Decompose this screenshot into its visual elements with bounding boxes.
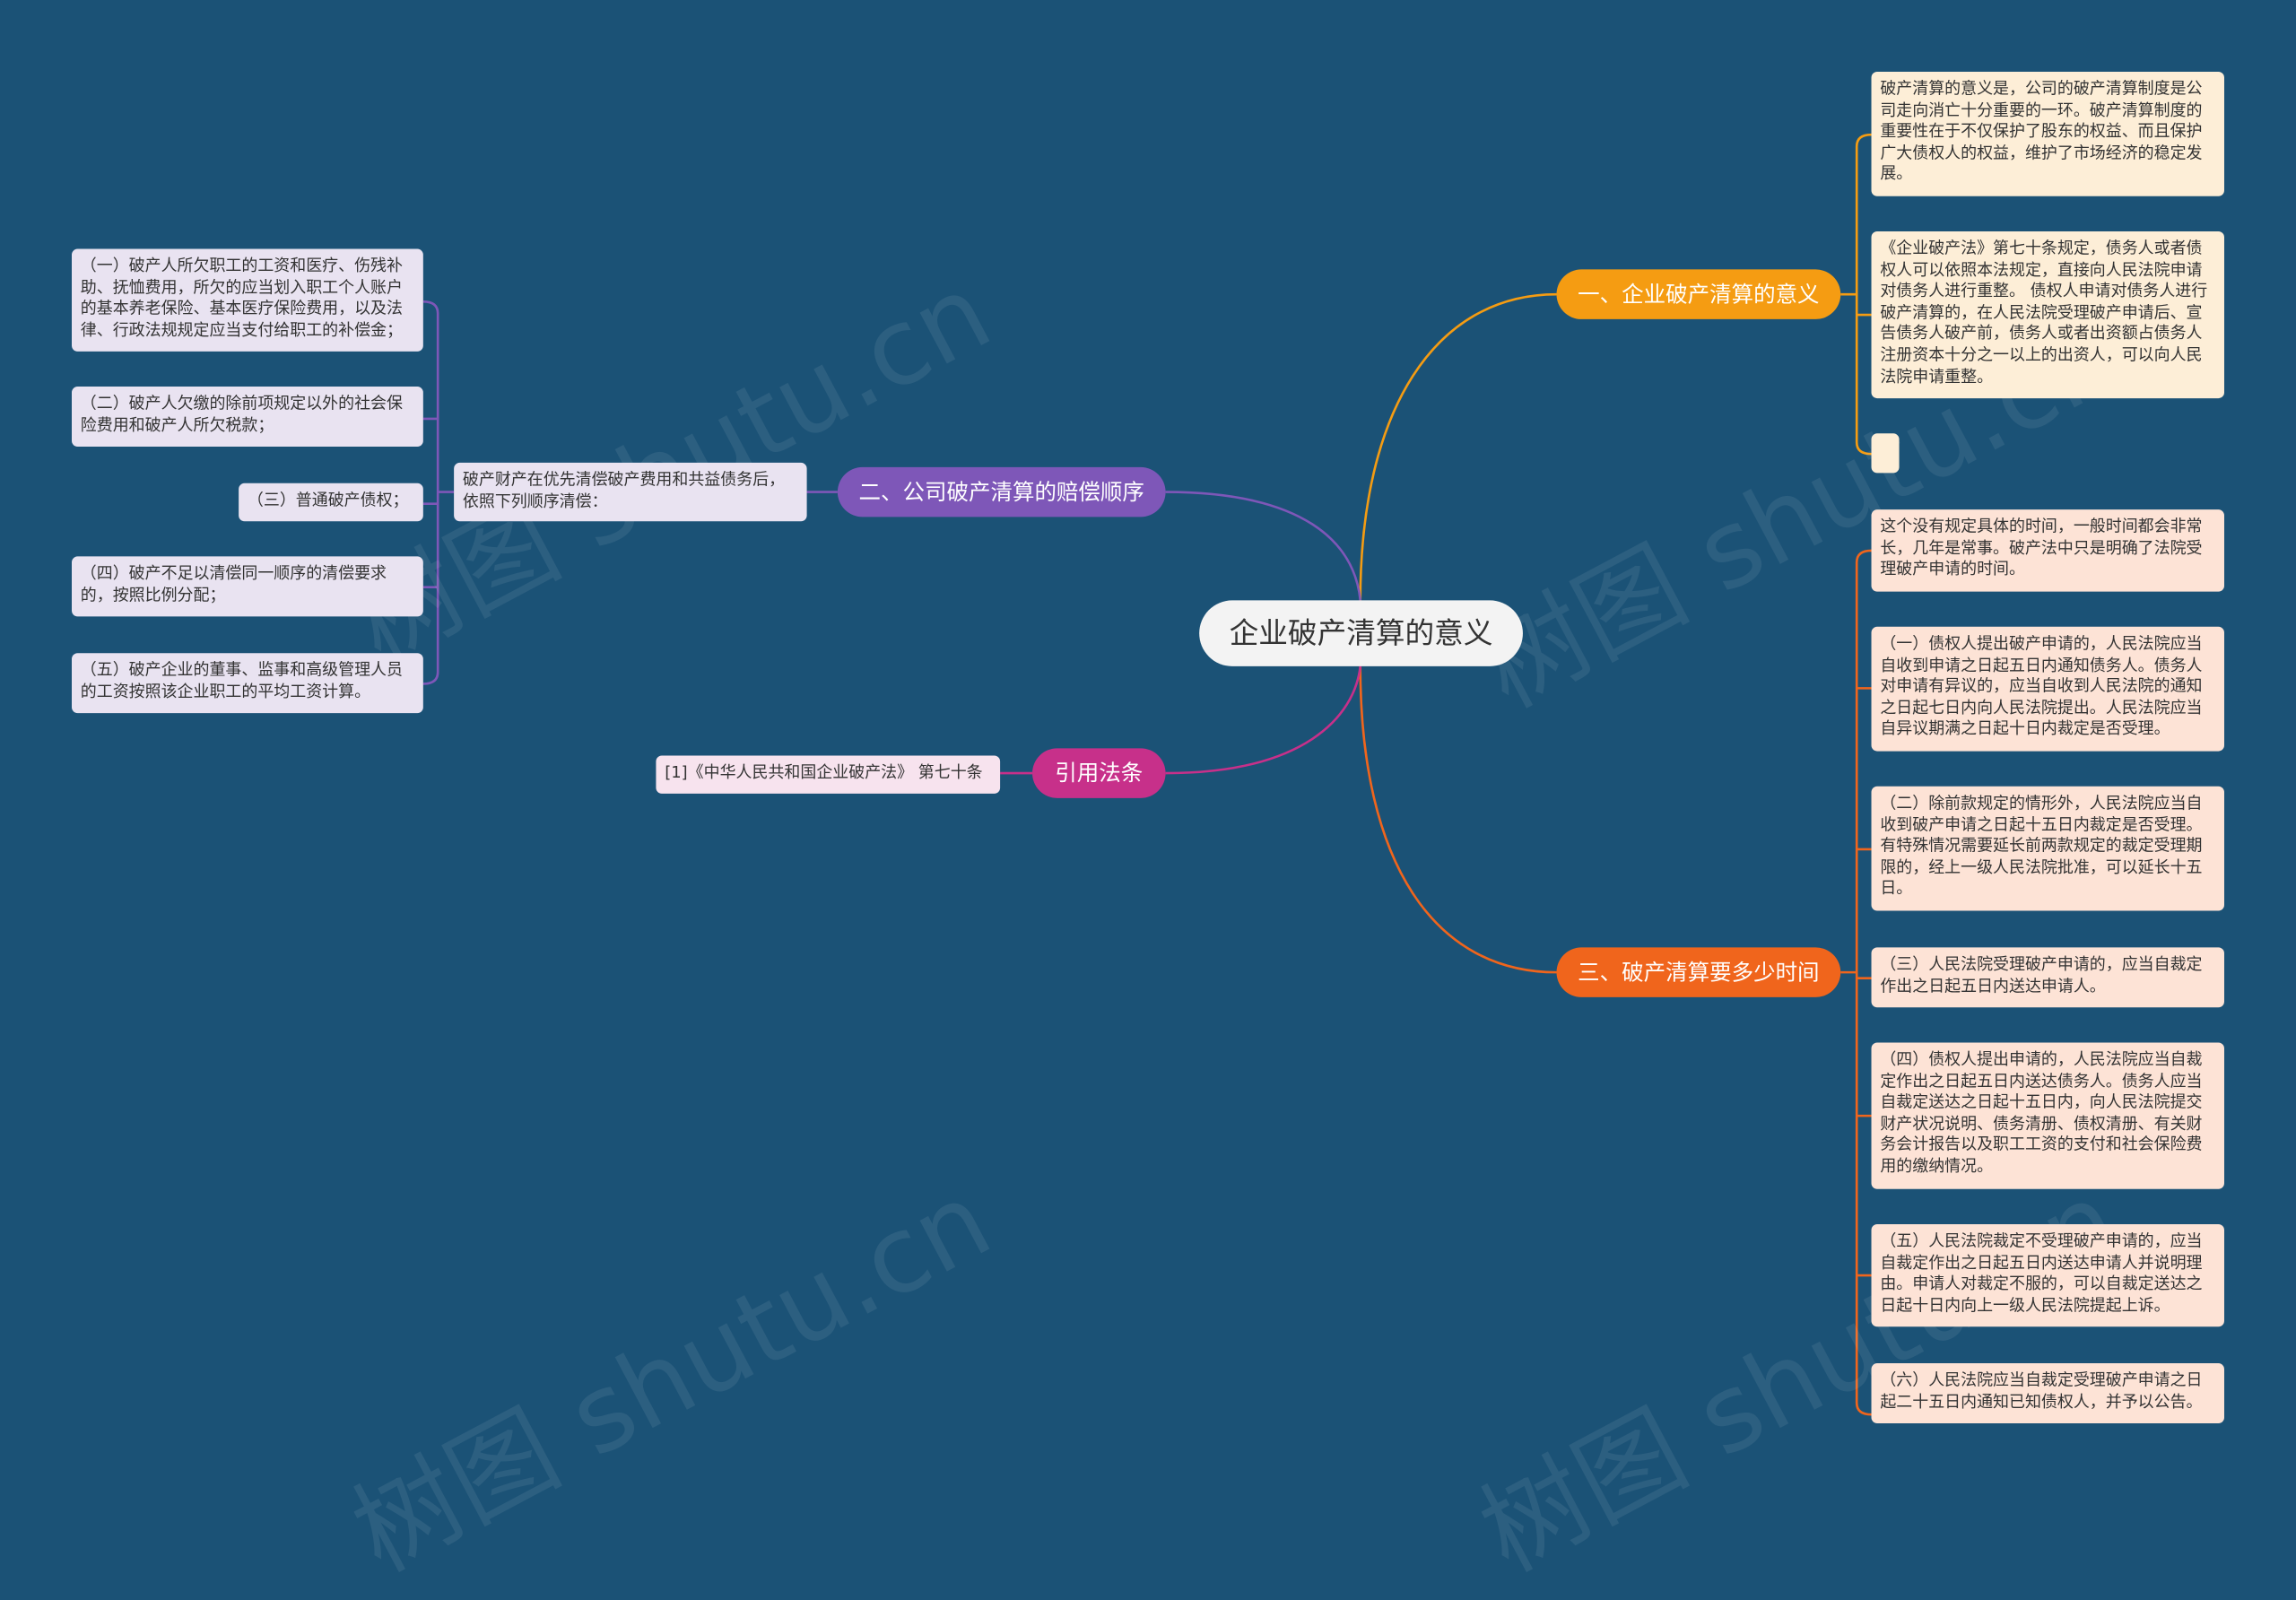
link-b2-bracket <box>422 300 455 685</box>
link-b1-bracket <box>1840 133 1872 456</box>
mindmap-canvas: 树图 shutu.cn 树图 shutu.cn 树图 shutu.cn 树图 s… <box>71 72 2224 1595</box>
leaf-significance-3[interactable] <box>1871 433 1900 474</box>
leaf-duration-3[interactable]: （二）除前款规定的情形外，人民法院应当自收到破产申请之日起十五日内裁定是否受理。… <box>1871 786 2224 911</box>
link-root-b1 <box>1359 292 1557 601</box>
branch-compensation-order[interactable]: 二、公司破产清算的赔偿顺序 <box>837 466 1166 517</box>
leaf-duration-4[interactable]: （三）人民法院受理破产申请的，应当自裁定作出之日起五日内送达申请人。 <box>1871 947 2224 1008</box>
link-root-b2 <box>1165 491 1362 601</box>
link-root-b4 <box>1165 665 1362 775</box>
leaf-compensation-1[interactable]: （一）破产人所欠职工的工资和医疗、伤残补助、抚恤费用，所欠的应当划入职工个人账户… <box>71 248 423 352</box>
leaf-duration-5[interactable]: （四）债权人提出申请的，人民法院应当自裁定作出之日起五日内送达债务人。债务人应当… <box>1871 1042 2224 1189</box>
link-root-b3 <box>1359 665 1557 974</box>
branch-duration[interactable]: 三、破产清算要多少时间 <box>1556 947 1841 997</box>
leaf-compensation-5[interactable]: （五）破产企业的董事、监事和高级管理人员的工资按照该企业职工的平均工资计算。 <box>71 653 423 714</box>
leaf-duration-1[interactable]: 这个没有规定具体的时间，一般时间都会非常长，几年是常事。破产法中只是明确了法院受… <box>1871 509 2224 592</box>
leaf-significance-2[interactable]: 《企业破产法》第七十条规定，债务人或者债权人可以依照本法规定，直接向人民法院申请… <box>1871 230 2224 399</box>
leaf-compensation-intro[interactable]: 破产财产在优先清偿破产费用和共益债务后，依照下列顺序清偿： <box>454 462 807 522</box>
leaf-compensation-3[interactable]: （三）普通破产债权； <box>239 483 423 522</box>
root-node[interactable]: 企业破产清算的意义 <box>1199 600 1523 666</box>
leaf-cited-law-1[interactable]: [1]《中华人民共和国企业破产法》 第七十条 <box>656 755 1001 794</box>
link-b3-bracket <box>1840 549 1872 1416</box>
leaf-duration-7[interactable]: （六）人民法院应当自裁定受理破产申请之日起二十五日内通知已知债权人，并予以公告。 <box>1871 1363 2224 1423</box>
leaf-compensation-2[interactable]: （二）破产人欠缴的除前项规定以外的社会保险费用和破产人所欠税款； <box>71 387 423 447</box>
leaf-significance-1[interactable]: 破产清算的意义是，公司的破产清算制度是公司走向消亡十分重要的一环。破产清算制度的… <box>1871 72 2224 196</box>
connector-lines <box>422 133 1872 1416</box>
leaf-compensation-4[interactable]: （四）破产不足以清偿同一顺序的清偿要求的，按照比例分配； <box>71 556 423 617</box>
leaf-duration-6[interactable]: （五）人民法院裁定不受理破产申请的，应当自裁定作出之日起五日内送达申请人并说明理… <box>1871 1223 2224 1327</box>
branch-significance[interactable]: 一、企业破产清算的意义 <box>1556 269 1841 319</box>
leaf-duration-2[interactable]: （一）债权人提出破产申请的，人民法院应当自收到申请之日起五日内通知债务人。债务人… <box>1871 626 2224 752</box>
branch-cited-law[interactable]: 引用法条 <box>1032 748 1166 798</box>
